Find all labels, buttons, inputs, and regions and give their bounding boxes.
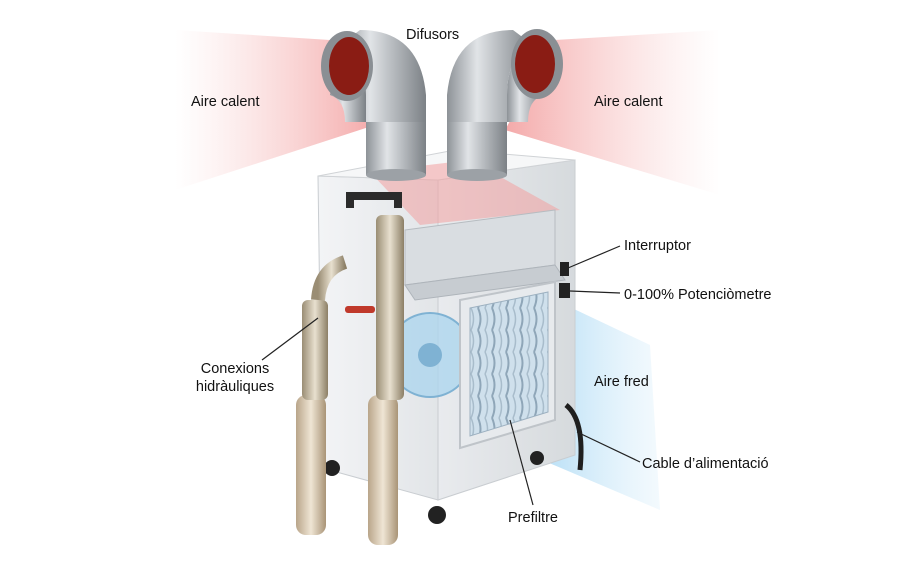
label-interruptor: Interruptor: [624, 238, 691, 254]
duct-base-right: [447, 120, 507, 175]
hose-right: [368, 395, 398, 545]
label-conexions-line1: Conexions: [200, 361, 270, 377]
leader-lines: [261, 245, 641, 506]
heat-exchanger-fins: [469, 291, 549, 437]
label-aire-calent-right: Aire calent: [594, 94, 663, 110]
wheel-rear: [530, 451, 544, 465]
wheel-front-left: [324, 460, 340, 476]
fan-hub: [418, 343, 442, 367]
valve-handle: [345, 306, 375, 313]
leader-interruptor: [567, 245, 621, 269]
duct-base-left: [366, 120, 426, 175]
label-conexions-line2: hidràuliques: [195, 379, 275, 395]
power-cable: [564, 403, 584, 471]
label-prefiltre: Prefiltre: [508, 510, 558, 526]
leader-potenciometre: [569, 290, 621, 294]
internal-shelf: [404, 264, 566, 301]
wheel-front-right: [428, 506, 446, 524]
potentiometer-knob: [559, 283, 570, 298]
label-conexions: Conexions hidràuliques: [190, 360, 280, 396]
leader-cable: [576, 431, 641, 463]
cabinet-handle: [346, 192, 402, 200]
power-switch: [560, 262, 569, 276]
label-aire-fred: Aire fred: [594, 374, 649, 390]
leader-prefiltre: [509, 419, 534, 506]
fitting-right: [376, 215, 404, 400]
label-cable: Cable d’alimentació: [642, 456, 769, 472]
label-potenciometre: 0-100% Potenciòmetre: [624, 287, 772, 303]
label-aire-calent-left: Aire calent: [191, 94, 260, 110]
hose-left: [296, 395, 326, 535]
leader-conexions: [261, 317, 319, 361]
label-difusors: Difusors: [406, 27, 460, 43]
fitting-left: [302, 300, 328, 400]
